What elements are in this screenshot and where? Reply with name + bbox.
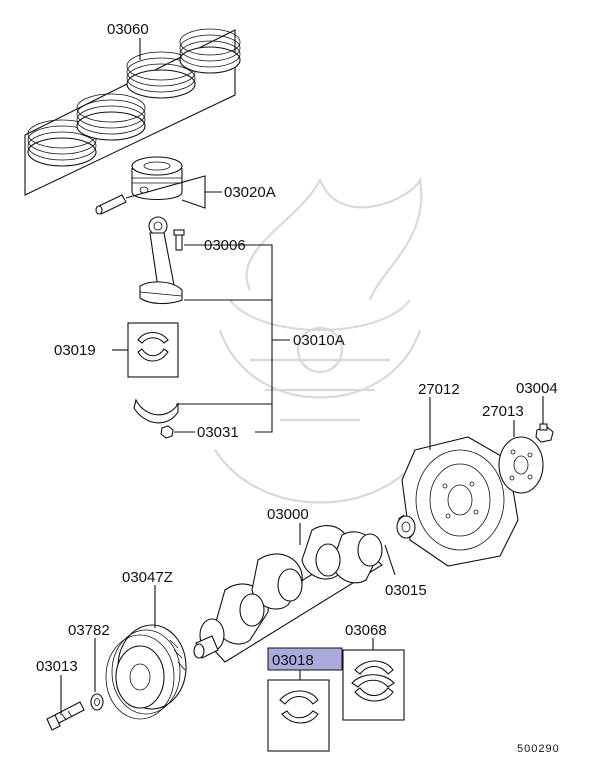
conrod-nut bbox=[160, 425, 174, 439]
callout-03047z[interactable]: 03047Z bbox=[122, 569, 173, 586]
piston bbox=[131, 156, 183, 200]
callout-03068[interactable]: 03068 bbox=[345, 622, 387, 639]
callout-03020a[interactable]: 03020A bbox=[224, 184, 276, 201]
watermark-logo bbox=[214, 176, 426, 504]
callout-03004[interactable]: 03004 bbox=[516, 380, 558, 397]
piston-pin bbox=[95, 194, 127, 215]
conrod-bearing bbox=[137, 331, 169, 362]
crankshaft bbox=[193, 525, 383, 663]
thrust-bearing bbox=[351, 660, 395, 702]
piston-ring-stack bbox=[179, 28, 241, 74]
leader-bracket bbox=[184, 244, 273, 433]
conrod-bearing-box bbox=[127, 322, 179, 378]
callout-03018[interactable]: 03018 bbox=[272, 652, 314, 669]
piston-ring-stack bbox=[27, 119, 97, 167]
drive-plate-bolt bbox=[535, 423, 554, 443]
highlight-box bbox=[267, 647, 343, 671]
callout-03010a[interactable]: 03010A bbox=[293, 332, 345, 349]
callout-27012[interactable]: 27012 bbox=[418, 381, 460, 398]
callout-03019[interactable]: 03019 bbox=[54, 342, 96, 359]
leader-line bbox=[384, 544, 396, 576]
piston-ring-set-box bbox=[24, 28, 241, 196]
pilot-bushing bbox=[396, 514, 416, 539]
adapter-plate bbox=[498, 436, 544, 494]
damper-pulley bbox=[105, 624, 187, 720]
callout-03000[interactable]: 03000 bbox=[267, 506, 309, 523]
conrod-cap bbox=[133, 398, 179, 424]
washer bbox=[90, 693, 104, 711]
main-bearing bbox=[279, 690, 319, 724]
callout-03060[interactable]: 03060 bbox=[107, 21, 149, 38]
callout-03031[interactable]: 03031 bbox=[197, 424, 239, 441]
callout-03006[interactable]: 03006 bbox=[204, 237, 246, 254]
conrod-bolt bbox=[173, 229, 185, 251]
main-bearing-box bbox=[267, 679, 330, 752]
drive-plate bbox=[401, 436, 519, 567]
callout-03015[interactable]: 03015 bbox=[385, 582, 427, 599]
diagram-code: 500290 bbox=[517, 743, 560, 755]
pulley-bolt bbox=[46, 701, 85, 731]
callout-27013[interactable]: 27013 bbox=[482, 403, 524, 420]
callout-03782[interactable]: 03782 bbox=[68, 622, 110, 639]
connecting-rod bbox=[139, 216, 183, 305]
callout-03013[interactable]: 03013 bbox=[36, 658, 78, 675]
piston-ring-stack bbox=[76, 93, 146, 141]
